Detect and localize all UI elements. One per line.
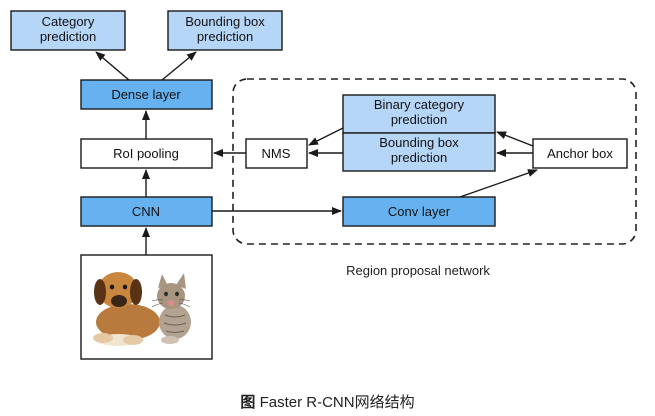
label-line: Bounding box	[185, 14, 265, 29]
cnn-label: CNN	[132, 204, 160, 219]
label-line: prediction	[197, 29, 253, 44]
figure-caption-prefix: 图	[240, 394, 256, 411]
label-line: prediction	[391, 112, 447, 127]
arrow-dense-to-bbox	[161, 51, 197, 81]
dog-and-kitten-photo-icon	[80, 254, 213, 360]
label-line: prediction	[391, 150, 447, 165]
cnn-box: CNN	[80, 196, 213, 227]
figure-caption: 图 Faster R-CNN网络结构	[0, 391, 655, 412]
label-line: Binary category	[374, 97, 465, 112]
roi-pooling-box: RoI pooling	[80, 138, 213, 169]
label-line: Anchor box	[547, 146, 613, 161]
label-line: Dense layer	[111, 87, 181, 102]
region-proposal-network-label: Region proposal network	[346, 263, 490, 278]
dense-layer-label: Dense layer	[111, 87, 181, 102]
anchor-box-box: Anchor box	[532, 138, 628, 169]
dense-layer-box: Dense layer	[80, 79, 213, 110]
conv-layer-label: Conv layer	[388, 204, 451, 219]
anchor-box-label: Anchor box	[547, 146, 613, 161]
nms-box: NMS	[245, 138, 308, 169]
label-line: Bounding box	[379, 135, 459, 150]
label-line: Conv layer	[388, 204, 451, 219]
conv-layer-box: Conv layer	[342, 196, 496, 227]
arrow-binary-to-nms	[308, 127, 344, 146]
arrows	[95, 51, 538, 255]
label-line: Category	[42, 14, 95, 29]
arrow-conv-to-anchor	[459, 169, 538, 198]
arrow-dense-to-category	[95, 51, 130, 81]
label-line: CNN	[132, 204, 160, 219]
figure-caption-text: Faster R-CNN网络结构	[255, 394, 415, 411]
region-proposal-network-box	[232, 78, 637, 245]
arrow-anchor-to-binary	[496, 131, 534, 147]
label-line: RoI pooling	[113, 146, 179, 161]
label-line: NMS	[262, 146, 291, 161]
label-line: prediction	[40, 29, 96, 44]
roi-pooling-label: RoI pooling	[113, 146, 179, 161]
nms-label: NMS	[262, 146, 291, 161]
